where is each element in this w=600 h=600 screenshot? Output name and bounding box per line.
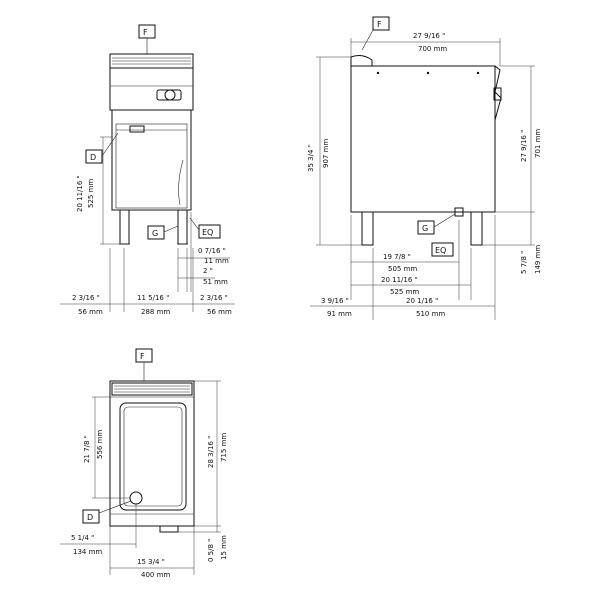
top-outline	[109, 380, 195, 527]
dim-side-back-mm: 91 mm	[327, 310, 352, 318]
dim-side-total-h-mm: 907 mm	[322, 139, 330, 168]
dim-top-h2-mm: 715 mm	[220, 433, 228, 462]
leader-d	[101, 132, 119, 157]
dim-top-side-mm: 134 mm	[73, 548, 102, 556]
dim-side-total-h-in: 35 3/4 "	[307, 144, 315, 172]
label-f-side: F	[377, 20, 382, 29]
side-leg-front	[470, 211, 483, 246]
dim-side-top-mm: 700 mm	[418, 45, 447, 53]
dim-left-mm: 56 mm	[78, 308, 103, 316]
dim-left-in: 2 3/16 "	[72, 294, 100, 302]
front-bracket	[129, 125, 145, 133]
top-view: F D 21 7/8 " 556 mm 28 3/16 " 715 mm	[60, 348, 228, 579]
label-g: G	[152, 229, 158, 238]
label-d-box-top	[82, 509, 100, 524]
dim-top-h1-in: 21 7/8 "	[83, 435, 91, 463]
dim-mid-in: 11 5/16 "	[137, 294, 169, 302]
label-eq-box-side	[431, 242, 454, 257]
dim-side-d1-in: 19 7/8 "	[383, 253, 411, 261]
dim-foot-in: 0 7/16 "	[198, 247, 226, 255]
dim-side-back-in: 3 9/16 "	[321, 297, 349, 305]
side-top-back	[350, 55, 373, 67]
dim-side-top-in: 27 9/16 "	[413, 32, 445, 40]
dim-gap-in: 2 "	[203, 267, 213, 275]
dim-right-in: 2 3/16 "	[200, 294, 228, 302]
dim-right-mm: 56 mm	[207, 308, 232, 316]
front-open-shelf	[115, 123, 188, 209]
top-plate	[119, 402, 187, 511]
dim-side-d1-mm: 505 mm	[388, 265, 417, 273]
label-eq: EQ	[202, 228, 213, 237]
dim-side-upper-h-in: 27 9/16 "	[520, 130, 528, 162]
label-eq-box	[198, 224, 221, 239]
label-d: D	[90, 153, 96, 162]
label-g-box	[147, 225, 165, 240]
dim-front-height-mm: 525 mm	[87, 179, 95, 208]
front-pipe	[178, 159, 184, 206]
side-front-profile	[494, 65, 502, 212]
dim-side-d2-mm: 525 mm	[390, 288, 419, 296]
side-knob-icon	[493, 87, 502, 101]
leader-f-side	[361, 29, 374, 51]
dim-side-upper-h-mm: 701 mm	[534, 129, 542, 158]
dim-mid-mm: 288 mm	[141, 308, 170, 316]
top-knob-icon	[129, 491, 143, 505]
dim-side-d3-mm: 510 mm	[416, 310, 445, 318]
front-leg-left	[119, 209, 130, 245]
grill-slots	[112, 57, 191, 65]
dim-top-h1-mm: 556 mm	[96, 430, 104, 459]
label-f-box-side	[372, 16, 390, 31]
front-control-panel	[109, 67, 194, 111]
front-leg-right	[177, 209, 188, 245]
label-f: F	[143, 28, 148, 37]
side-gas-connector	[454, 207, 464, 217]
label-g-side: G	[422, 224, 428, 233]
side-body	[350, 65, 496, 213]
dim-top-h2-in: 28 3/16 "	[207, 436, 215, 468]
dim-side-leg-h-mm: 149 mm	[534, 245, 542, 274]
knob-housing	[156, 89, 182, 101]
front-view: F D G	[60, 24, 235, 316]
leader-g	[163, 225, 179, 233]
front-body	[111, 109, 192, 211]
dim-top-bot-mm: 15 mm	[220, 535, 228, 560]
side-view: F 27 9/16 " 700 mm G EQ 35 3/4 " 907 mm	[307, 16, 542, 320]
label-d-box	[85, 149, 103, 164]
knob-icon	[164, 89, 176, 101]
dim-top-bot-in: 0 5/8 "	[207, 539, 215, 562]
label-f-top: F	[140, 352, 145, 361]
dim-foot-mm: 11 mm	[204, 257, 229, 265]
dim-top-width-in: 15 3/4 "	[137, 558, 165, 566]
leader-eq	[189, 217, 200, 231]
top-grill-slots	[114, 385, 190, 393]
dim-top-width-mm: 400 mm	[141, 571, 170, 579]
label-g-box-side	[417, 220, 435, 235]
top-connector	[159, 525, 179, 533]
label-eq-side: EQ	[435, 246, 446, 255]
label-d-top: D	[87, 513, 93, 522]
dim-front-height-in: 20 11/16 "	[76, 175, 84, 212]
dim-side-d2-in: 20 11/16 "	[381, 276, 418, 284]
side-leg-back	[361, 211, 374, 246]
dim-side-leg-h-in: 5 7/8 "	[520, 251, 528, 274]
dim-gap-mm: 51 mm	[203, 278, 228, 286]
dim-top-side-in: 5 1/4 "	[71, 534, 94, 542]
top-grill	[111, 382, 193, 396]
dim-side-d3-in: 20 1/16 "	[406, 297, 438, 305]
